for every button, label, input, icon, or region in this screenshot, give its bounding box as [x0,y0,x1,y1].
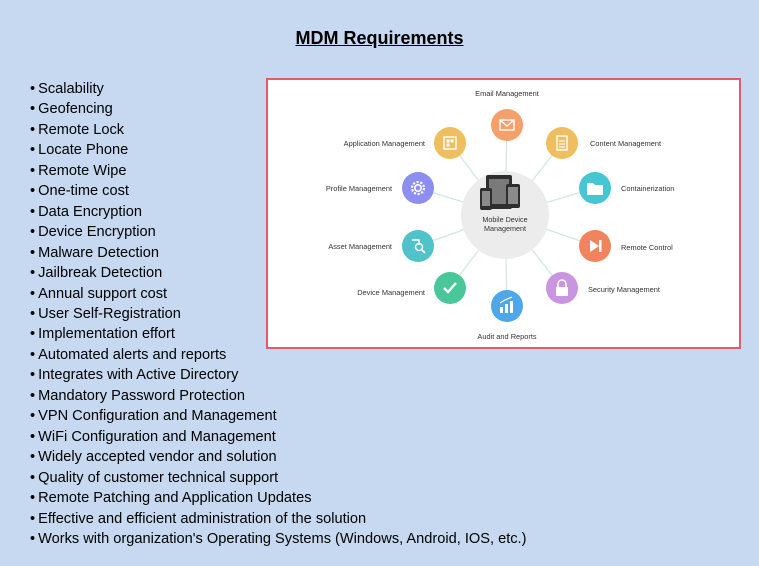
node-content-management: Content Management [546,127,661,159]
requirement-item: Integrates with Active Directory [30,365,526,385]
gear-icon [410,180,426,196]
requirement-item: Malware Detection [30,243,526,263]
requirement-item: Quality of customer technical support [30,468,526,488]
requirement-item: Data Encryption [30,202,526,222]
requirement-item: User Self-Registration [30,304,526,324]
node-circle [402,172,434,204]
node-label: Remote Control [621,243,673,252]
node-label: Application Management [344,139,425,148]
node-circle [434,127,466,159]
node-profile-management: Profile Management [326,172,434,204]
node-email-management: Email Management [475,89,539,141]
node-circle [546,127,578,159]
node-containerization: Containerization [579,172,674,204]
requirement-item: Works with organization's Operating Syst… [30,529,526,549]
folder-icon [587,183,603,195]
node-label: Security Management [588,285,660,294]
check-icon [443,282,457,294]
slide-title: MDM Requirements [295,28,464,48]
chart-icon [499,296,513,313]
node-circle [402,230,434,262]
requirement-item: One-time cost [30,181,526,201]
requirement-item: Mandatory Password Protection [30,386,526,406]
node-label: Device Management [357,288,425,297]
play-icon [590,240,602,252]
node-asset-management: Asset Management [328,230,434,262]
document-icon [556,135,568,151]
search-icon [412,239,426,254]
requirement-item: Automated alerts and reports [30,345,526,365]
requirement-item: VPN Configuration and Management [30,406,526,426]
requirement-item: Locate Phone [30,140,526,160]
node-label: Content Management [590,139,661,148]
lock-icon [556,279,568,296]
node-circle [491,109,523,141]
node-application-management: Application Management [344,127,466,159]
node-device-management: Device Management [357,272,466,304]
requirement-item: Remote Lock [30,120,526,140]
requirement-item: Remote Patching and Application Updates [30,488,526,508]
node-security-management: Security Management [546,272,660,304]
requirement-item: Device Encryption [30,222,526,242]
node-label: Audit and Reports [477,332,536,341]
requirement-item: Implementation effort [30,324,526,344]
envelope-icon [499,119,515,131]
devices-icon [480,175,520,210]
center-label-line1: Mobile Device [482,215,527,224]
requirement-item: Widely accepted vendor and solution [30,447,526,467]
requirement-item: Geofencing [30,99,526,119]
center-label-line2: Management [484,224,526,233]
app-grid-icon [443,136,457,150]
node-label: Email Management [475,89,539,98]
node-label: Profile Management [326,184,392,193]
requirement-item: Scalability [30,79,526,99]
node-label: Asset Management [328,242,392,251]
requirement-item: Jailbreak Detection [30,263,526,283]
requirement-item: Remote Wipe [30,161,526,181]
requirement-item: WiFi Configuration and Management [30,427,526,447]
requirement-item: Effective and efficient administration o… [30,509,526,529]
requirements-list: ScalabilityGeofencingRemote LockLocate P… [30,79,526,549]
node-label: Containerization [621,184,674,193]
requirement-item: Annual support cost [30,284,526,304]
node-audit-and-reports: Audit and Reports [477,290,537,341]
node-remote-control: Remote Control [579,230,673,262]
